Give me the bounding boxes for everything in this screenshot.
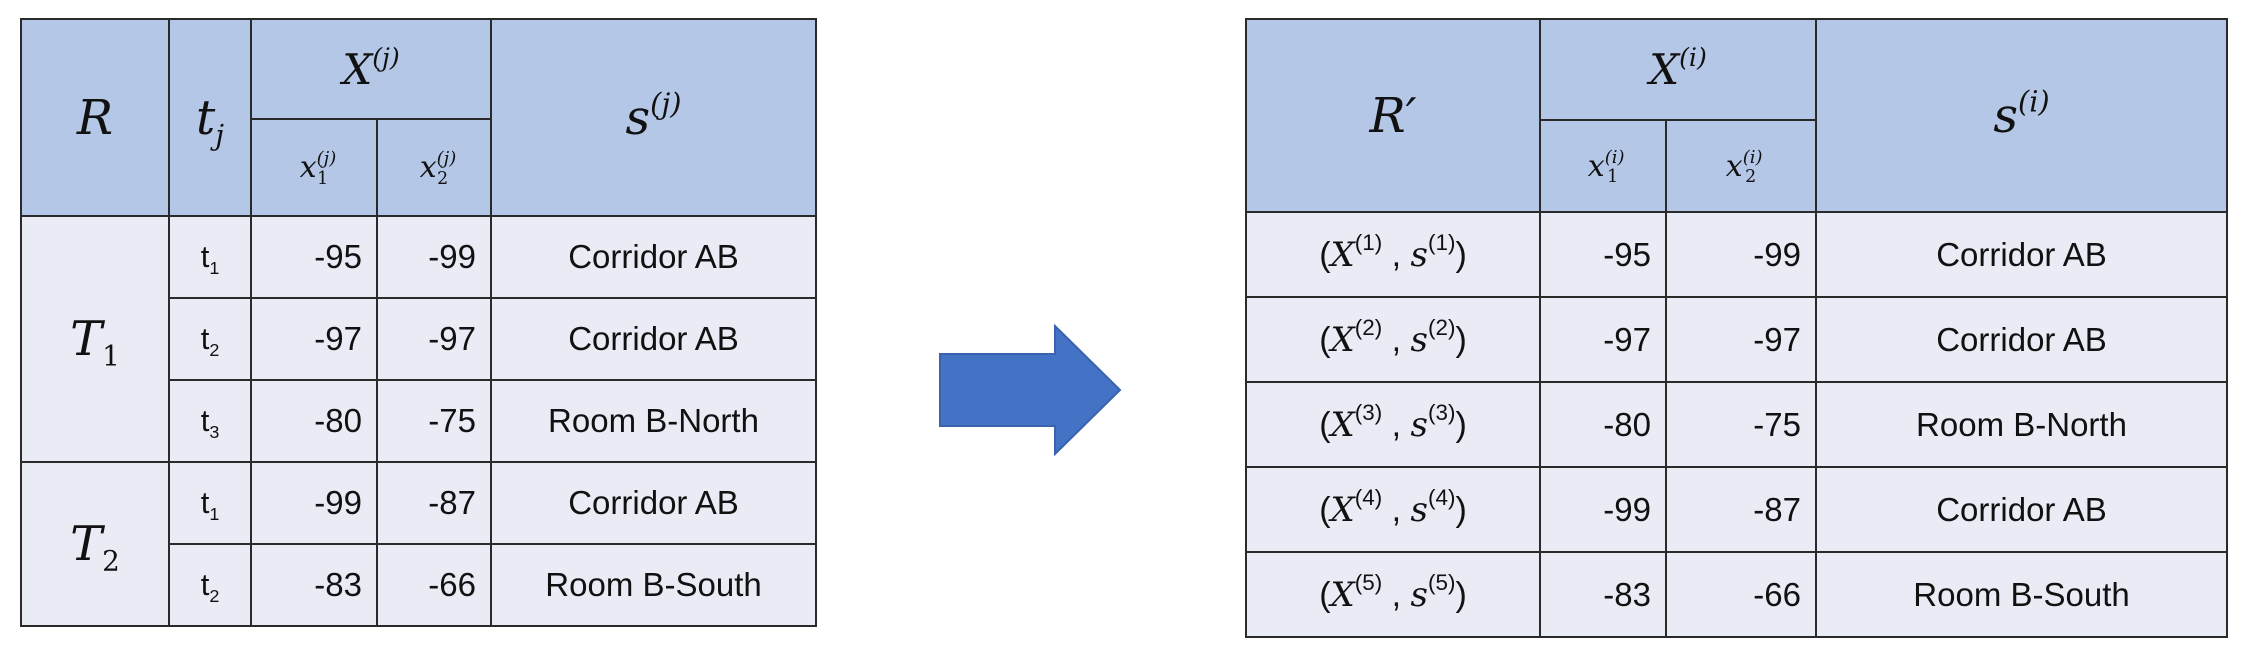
left-header-x1: x(j)1 [250,118,378,217]
left-header-s: s(j) [490,18,817,217]
right-x1-cell: -80 [1539,381,1667,468]
right-s-cell: Corridor AB [1815,296,2228,383]
left-x2-cell: -97 [376,297,492,381]
right-s-cell: Corridor AB [1815,466,2228,553]
right-table: R′ X(i) s(i) x(i)1 x(i)2 (X(1) , s(1)) -… [1245,18,2228,638]
right-header-x: X(i) [1539,18,1817,121]
right-arrow-icon [939,324,1122,456]
left-x2-cell: -75 [376,379,492,463]
right-pair-cell: (X(5) , s(5)) [1245,551,1541,638]
right-pair-cell: (X(3) , s(3)) [1245,381,1541,468]
right-x2-cell: -75 [1665,381,1817,468]
right-s-cell: Room B-South [1815,551,2228,638]
left-x1-cell: -83 [250,543,378,627]
left-x2-cell: -87 [376,461,492,545]
left-x1-cell: -80 [250,379,378,463]
left-time-cell: t3 [168,379,252,463]
right-x1-cell: -83 [1539,551,1667,638]
left-s-cell: Room B-South [490,543,817,627]
right-header-r: R′ [1245,18,1541,213]
right-header-s: s(i) [1815,18,2228,213]
right-x2-cell: -99 [1665,211,1817,298]
right-x1-cell: -97 [1539,296,1667,383]
right-header-x2: x(i)2 [1665,119,1817,213]
right-header-x1: x(i)1 [1539,119,1667,213]
left-x1-cell: -97 [250,297,378,381]
left-time-cell: t1 [168,215,252,299]
right-s-cell: Room B-North [1815,381,2228,468]
right-x2-cell: -97 [1665,296,1817,383]
left-table: R tj X(j) s(j) x(j)1 x(j)2 T1 t1 -95 -99… [20,18,817,627]
left-s-cell: Corridor AB [490,461,817,545]
left-s-cell: Room B-North [490,379,817,463]
right-x2-cell: -87 [1665,466,1817,553]
left-header-r: R [20,18,170,217]
left-time-cell: t2 [168,543,252,627]
left-time-cell: t1 [168,461,252,545]
left-header-x: X(j) [250,18,492,120]
left-header-x2: x(j)2 [376,118,492,217]
right-x1-cell: -99 [1539,466,1667,553]
left-group-label-t1: T1 [20,215,170,463]
right-s-cell: Corridor AB [1815,211,2228,298]
left-x2-cell: -66 [376,543,492,627]
right-pair-cell: (X(1) , s(1)) [1245,211,1541,298]
left-time-cell: t2 [168,297,252,381]
right-pair-cell: (X(2) , s(2)) [1245,296,1541,383]
left-x2-cell: -99 [376,215,492,299]
right-x1-cell: -95 [1539,211,1667,298]
left-s-cell: Corridor AB [490,297,817,381]
left-header-t: tj [168,18,252,217]
left-group-label-t2: T2 [20,461,170,627]
left-x1-cell: -95 [250,215,378,299]
right-pair-cell: (X(4) , s(4)) [1245,466,1541,553]
right-x2-cell: -66 [1665,551,1817,638]
left-x1-cell: -99 [250,461,378,545]
left-s-cell: Corridor AB [490,215,817,299]
